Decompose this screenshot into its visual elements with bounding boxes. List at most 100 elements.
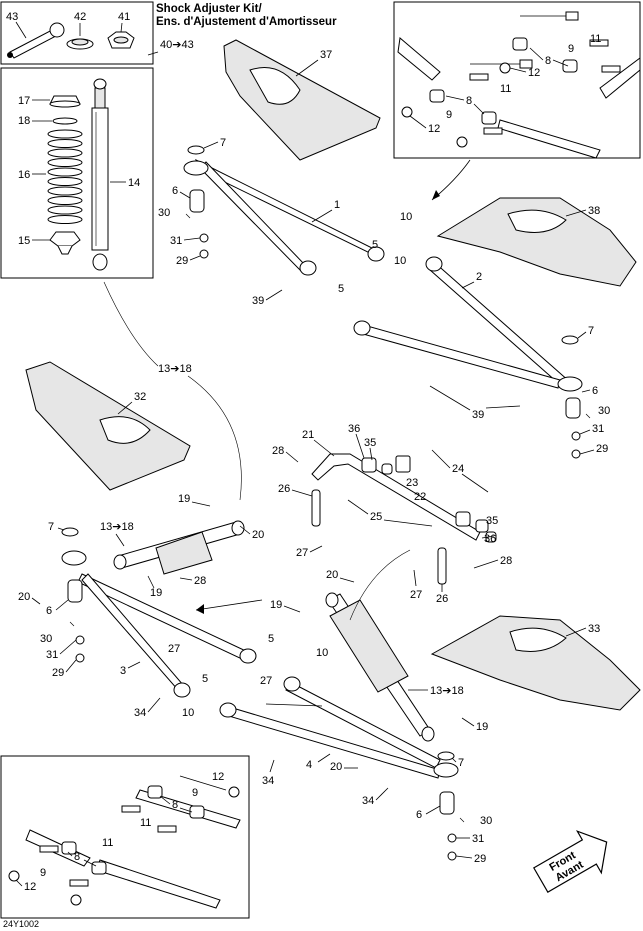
callout-25: 25 — [370, 511, 382, 523]
callout-2: 2 — [476, 271, 482, 283]
hardware-stack-b — [571, 413, 591, 459]
callout-13-18-right: 13➔18 — [430, 685, 464, 697]
hardware-stack-d — [447, 817, 465, 861]
kit-title-line2: Ens. d'Ajustement d'Amortisseur — [156, 16, 337, 28]
callout-21: 21 — [302, 429, 314, 441]
front-shock-assembly-left — [113, 520, 245, 575]
callout-7-c: 7 — [48, 521, 54, 533]
sway-bar-brackets — [361, 455, 497, 543]
ball-joint-part-6-upper-right — [557, 376, 583, 419]
callout-29-d: 29 — [474, 853, 486, 865]
callout-15: 15 — [18, 235, 30, 247]
callout-26-a: 26 — [278, 483, 290, 495]
shock-wrench-part-43 — [7, 22, 65, 59]
spring-coil — [47, 167, 83, 177]
a-arm-part-2 — [353, 256, 571, 391]
callout-37: 37 — [320, 49, 332, 61]
callout-6-b: 6 — [592, 385, 598, 397]
callout-13-18-link: 13➔18 — [158, 363, 192, 375]
callout-20-c: 20 — [330, 761, 342, 773]
shock-exploded-box: 14 17 18 16 15 — [0, 67, 154, 279]
spring-seat-part-15 — [49, 231, 81, 255]
kit-title-line1: Shock Adjuster Kit/ — [156, 3, 262, 15]
a-arm-part-3 — [77, 573, 257, 698]
spring-coil — [47, 215, 83, 224]
callout-8-bot-b: 8 — [74, 851, 80, 863]
callout-27-a: 27 — [296, 547, 308, 559]
callout-16: 16 — [18, 169, 30, 181]
callout-3: 3 — [120, 665, 126, 677]
callout-7-d: 7 — [458, 757, 464, 769]
callout-20-b: 20 — [326, 569, 338, 581]
sway-bar-part-21 — [311, 453, 481, 541]
spring-coil — [47, 177, 83, 186]
callout-7-a: 7 — [220, 137, 226, 149]
spring-coil — [47, 205, 83, 215]
callout-33: 33 — [588, 623, 600, 635]
callout-29-b: 29 — [596, 443, 608, 455]
callout-43: 43 — [6, 11, 18, 23]
a-arm-part-1 — [195, 158, 385, 276]
callout-31-a: 31 — [170, 235, 182, 247]
callout-39-a: 39 — [252, 295, 264, 307]
callout-8-top-b: 8 — [466, 95, 472, 107]
callout-4: 4 — [306, 759, 312, 771]
callout-11-bot-b: 11 — [102, 837, 113, 849]
callout-19-c: 19 — [270, 599, 282, 611]
kit-range-callout: 40➔43 — [160, 39, 194, 51]
callout-28-a: 28 — [272, 445, 284, 457]
callout-12-top-b: 12 — [428, 123, 440, 135]
protector-part-38 — [436, 197, 637, 287]
callout-12-top-a: 12 — [528, 67, 540, 79]
callout-9-bot-b: 9 — [40, 867, 46, 879]
callout-34-c: 34 — [362, 795, 374, 807]
protector-part-37 — [223, 39, 381, 161]
front-shock-assembly-right — [325, 592, 435, 742]
spring-coil — [47, 148, 83, 158]
callout-29-a: 29 — [176, 255, 188, 267]
callout-11-bot-a: 11 — [140, 817, 151, 829]
callout-10-d: 10 — [182, 707, 194, 719]
callout-14: 14 — [128, 177, 140, 189]
callout-19-b: 19 — [150, 587, 162, 599]
callout-31-b: 31 — [592, 423, 604, 435]
callout-29-c: 29 — [52, 667, 64, 679]
boot-part-7-a — [187, 145, 205, 155]
spring-coil — [47, 196, 83, 205]
callout-42: 42 — [74, 11, 86, 23]
callout-31-c: 31 — [46, 649, 58, 661]
callout-23: 23 — [406, 477, 418, 489]
ball-joint-part-6-lower-left — [61, 550, 87, 603]
callout-39-b: 39 — [472, 409, 484, 421]
callout-41: 41 — [118, 11, 130, 23]
spring-coil — [47, 139, 83, 148]
adjuster-nut-part-42 — [66, 38, 94, 50]
callout-1: 1 — [334, 199, 340, 211]
callout-17: 17 — [18, 95, 30, 107]
spring-coil — [47, 158, 83, 167]
callout-5-b: 5 — [338, 283, 344, 295]
adjuster-ring-part-41 — [107, 31, 135, 49]
callout-5-c: 5 — [268, 633, 274, 645]
callout-10-c: 10 — [316, 647, 328, 659]
callout-22: 22 — [414, 491, 426, 503]
callout-6-c: 6 — [46, 605, 52, 617]
shock-absorber-part-14 — [91, 78, 109, 271]
callout-24: 24 — [452, 463, 464, 475]
retainer-part-18 — [52, 117, 78, 125]
shock-adjuster-kit-box: Shock Adjuster Kit/ Ens. d'Ajustement d'… — [0, 1, 337, 65]
hardware-stack-c — [69, 621, 85, 663]
callout-28-c: 28 — [194, 575, 206, 587]
a-arm-part-4 — [219, 676, 441, 779]
callout-35-b: 35 — [486, 515, 498, 527]
callout-12-bot-b: 12 — [24, 881, 36, 893]
callout-9-bot-a: 9 — [192, 787, 198, 799]
callout-34-a: 34 — [134, 707, 146, 719]
callout-27-b: 27 — [410, 589, 422, 601]
callout-10-b: 10 — [394, 255, 406, 267]
callout-30-b: 30 — [598, 405, 610, 417]
callout-30-d: 30 — [480, 815, 492, 827]
callout-5-d: 5 — [202, 673, 208, 685]
callout-36-b: 36 — [484, 533, 496, 545]
